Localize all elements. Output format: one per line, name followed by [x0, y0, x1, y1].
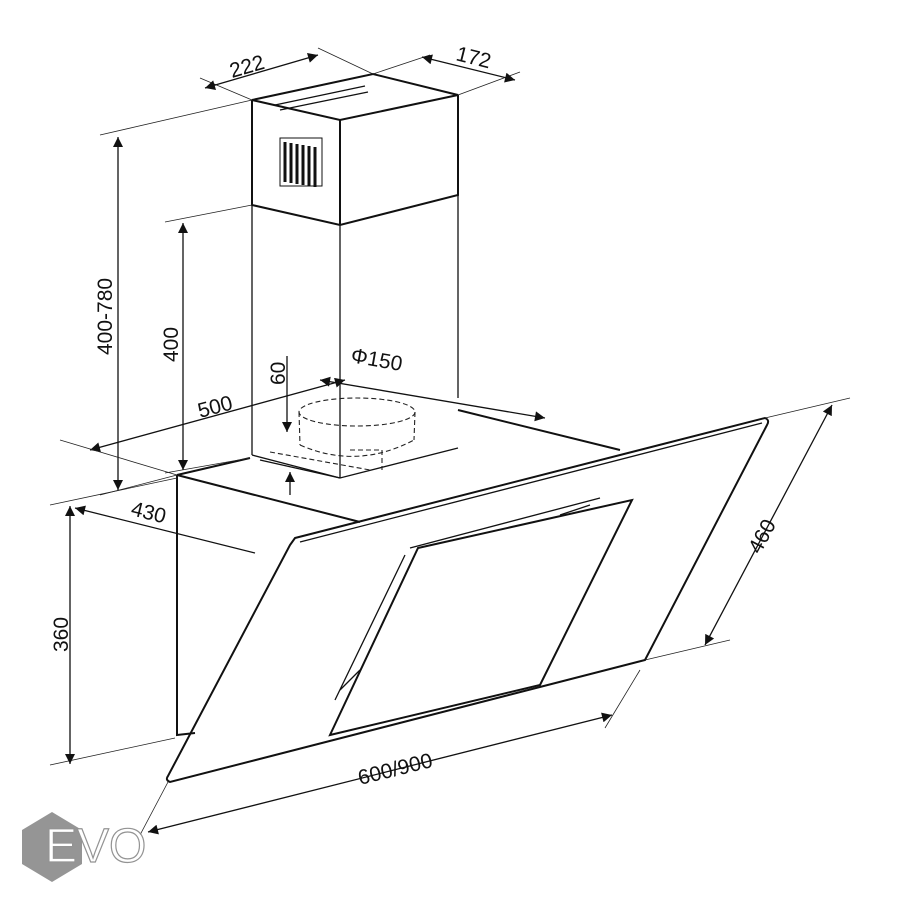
dim-chimney-height-range: 400-780: [94, 278, 117, 355]
dim-outlet-diameter: Φ150: [349, 344, 404, 376]
dim-total-width: 600/900: [356, 749, 435, 790]
dim-chimney-width: 222: [227, 51, 267, 83]
dim-body-depth: 430: [129, 498, 169, 529]
upper-chimney: [251, 72, 459, 227]
evo-logo: EVO: [22, 812, 147, 882]
dim-body-width: 500: [195, 392, 235, 423]
svg-text:EVO: EVO: [45, 820, 146, 873]
dim-lower-chimney-height: 400: [160, 327, 183, 362]
dim-chimney-depth: 172: [454, 43, 494, 74]
outlet-collar: [269, 397, 416, 471]
lower-chimney: [251, 195, 459, 479]
dim-glass-depth: 460: [744, 516, 781, 558]
dim-body-height: 360: [50, 617, 73, 652]
dim-outlet-height: 60: [267, 362, 290, 385]
dimension-lines: [49, 47, 851, 836]
vent-grille-icon: [279, 137, 323, 187]
hood-body: [176, 409, 621, 737]
glass-panel: [165, 416, 770, 784]
